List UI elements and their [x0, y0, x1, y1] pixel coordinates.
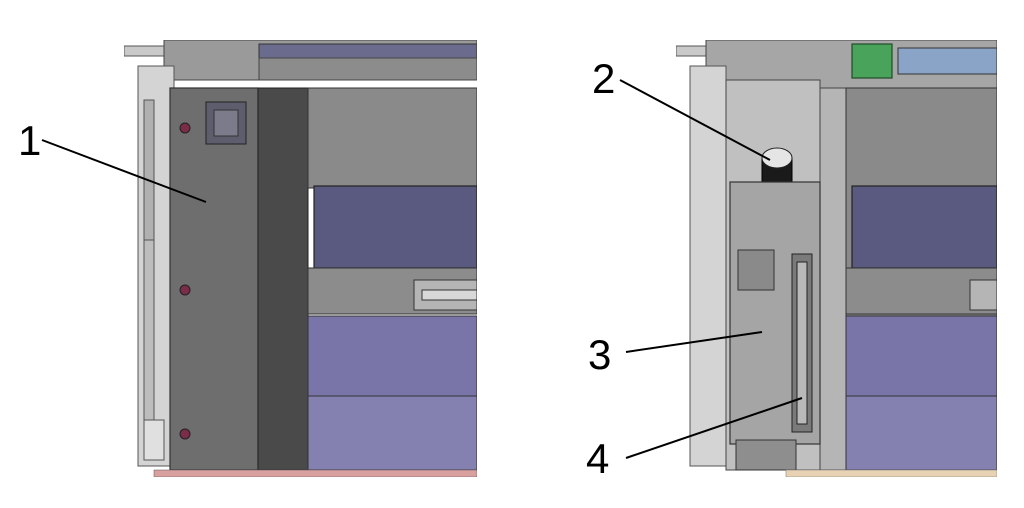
right-machine-drawing	[676, 40, 997, 477]
upper-drawer	[845, 315, 997, 397]
sight-glass-window	[796, 261, 808, 425]
main-body-upper	[307, 87, 477, 189]
top-ledge	[258, 57, 477, 81]
tank-base	[735, 439, 797, 471]
leader-1	[41, 139, 207, 203]
lower-drawer	[307, 395, 477, 471]
main-door	[851, 185, 997, 269]
main-door	[313, 185, 477, 269]
callout-3: 3	[588, 331, 612, 378]
left-machine-drawing	[124, 40, 477, 477]
floor-strip	[785, 469, 997, 477]
right-machine-view	[676, 40, 997, 477]
panel-screw	[179, 428, 191, 440]
floor-strip	[153, 469, 477, 477]
handle-recess	[969, 279, 997, 311]
door-handle	[421, 289, 477, 301]
side-panel-dark-strip	[257, 87, 309, 471]
tank-label	[737, 249, 775, 291]
green-part	[851, 43, 893, 79]
leader-3	[625, 331, 763, 353]
top-blue-part	[897, 47, 997, 75]
panel-screw	[179, 122, 191, 134]
panel-screw	[179, 284, 191, 296]
upper-drawer	[307, 315, 477, 397]
leader-4	[625, 397, 803, 459]
left-machine-view	[124, 40, 477, 477]
lower-drawer	[845, 395, 997, 471]
callout-1: 1	[18, 117, 42, 164]
side-panel	[169, 87, 259, 471]
compartment-divider	[819, 87, 847, 471]
leader-2	[619, 79, 771, 161]
callout-4: 4	[586, 435, 610, 482]
base-foot	[143, 419, 165, 461]
filler-cap	[761, 147, 793, 169]
access-plate-inner	[213, 109, 239, 137]
callout-2: 2	[592, 55, 616, 102]
